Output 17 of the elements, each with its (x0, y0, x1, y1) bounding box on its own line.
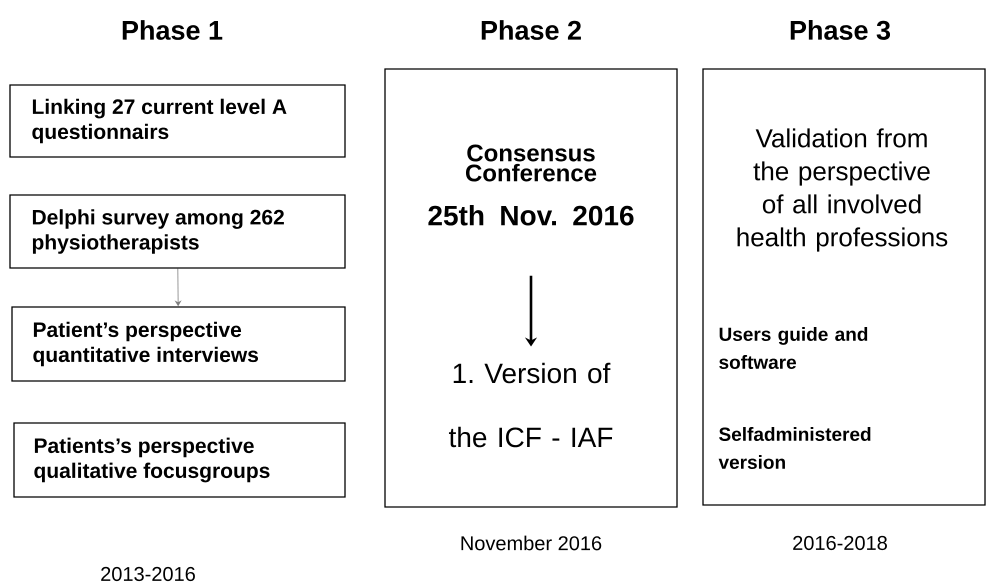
phase-heading: Phase 3 (790, 20, 890, 40)
date-label: 2016-2018 (793, 536, 887, 550)
conference-text: Consensus Conference 25th Nov. 2016 (428, 144, 634, 226)
item-text: Selfadministered version (718, 427, 870, 469)
heading-text: Validation from the perspective of all involved health professions (738, 128, 948, 252)
date-label: 2013-2016 (101, 566, 195, 582)
process-box: Patient’s perspective quantitative interviews (11, 306, 346, 382)
phase-heading: Phase 2 (482, 20, 581, 40)
process-box: Linking 27 current level A questionnairs (9, 84, 346, 158)
phase-box (702, 68, 986, 506)
phase-heading: Phase 1 (122, 20, 222, 40)
process-box: Patients’s perspective qualitative focusgroups (13, 422, 346, 498)
date-label: November 2016 (462, 536, 602, 550)
process-box: Delphi survey among 262 physiotherapists (9, 194, 346, 269)
phase-box (384, 68, 678, 508)
item-text: Users guide and software (719, 327, 868, 369)
version-text: 1. Version of the ICF - IAF (448, 362, 612, 448)
